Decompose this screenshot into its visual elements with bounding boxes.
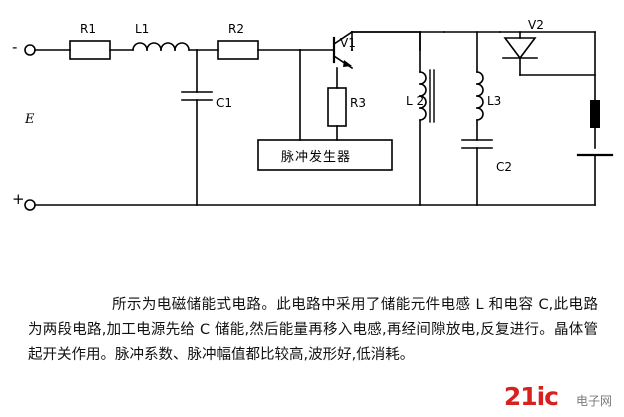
- label-r2: R2: [228, 22, 244, 36]
- pulse-generator-label: 脉冲发生器: [281, 150, 352, 165]
- watermark-suffix: 电子网: [575, 394, 612, 408]
- label-c2: C2: [496, 160, 513, 174]
- inductor-l3: [476, 71, 484, 85]
- resistor-r3: [327, 87, 347, 127]
- label-v2: V2: [528, 18, 544, 32]
- circuit-schematic-svg: [24, 30, 614, 211]
- label-r1: R1: [80, 22, 96, 36]
- resistor-r2: [217, 40, 259, 60]
- label-source-e: E: [25, 112, 35, 127]
- label-r3: R3: [350, 96, 366, 110]
- label-l3: L3: [487, 94, 502, 108]
- caption-text: 所示为电磁储能式电路。此电路中采用了储能元件电感 L 和电容 C,此电路为两段电…: [28, 296, 598, 363]
- inductor-l2: [419, 71, 427, 85]
- watermark: 21ic 电子网: [466, 382, 616, 413]
- label-terminal-plus: +: [12, 190, 25, 208]
- spark-gap-electrode: [590, 100, 600, 128]
- pulse-generator-box: [257, 139, 393, 171]
- resistor-r1: [69, 40, 111, 60]
- label-c1: C1: [216, 96, 233, 110]
- inductor-l1: [132, 42, 148, 51]
- diode-v2-triangle: [503, 37, 537, 60]
- watermark-brand: 21ic: [503, 382, 559, 411]
- terminal-minus-node: [24, 44, 36, 56]
- terminal-plus-node: [24, 199, 36, 211]
- label-l1: L1: [135, 22, 150, 36]
- label-v1: V1: [340, 36, 356, 50]
- circuit-diagram: R1 L1 R2 C1 V1 R3 L 2 L3 C2 V2 E - + 脉冲发…: [12, 18, 614, 211]
- label-terminal-minus: -: [12, 38, 18, 56]
- label-l2: L 2: [406, 94, 425, 108]
- transistor-v1-emitter-arrow: [343, 60, 352, 67]
